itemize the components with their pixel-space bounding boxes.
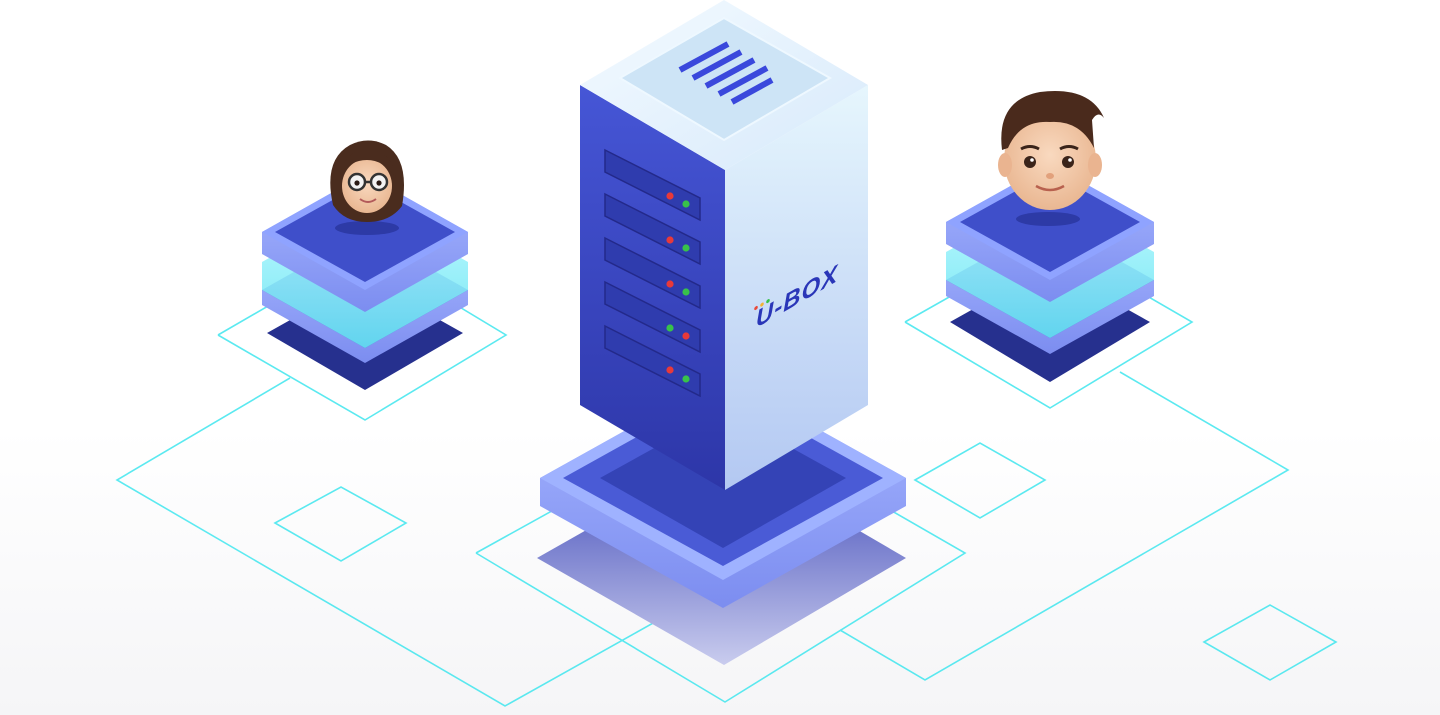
vent-lines <box>678 41 774 105</box>
drive-bay <box>604 280 701 354</box>
server-rack-icon: U-BOX <box>580 0 868 490</box>
drive-bay <box>604 236 701 310</box>
right-platform-stack <box>946 164 1154 382</box>
drive-bay <box>604 324 701 398</box>
drive-bay <box>604 148 701 222</box>
left-platform-stack <box>262 174 468 390</box>
female-avatar-icon <box>330 140 404 222</box>
drive-bays <box>604 148 701 398</box>
male-avatar-icon <box>998 91 1104 210</box>
drive-bay <box>604 192 701 266</box>
